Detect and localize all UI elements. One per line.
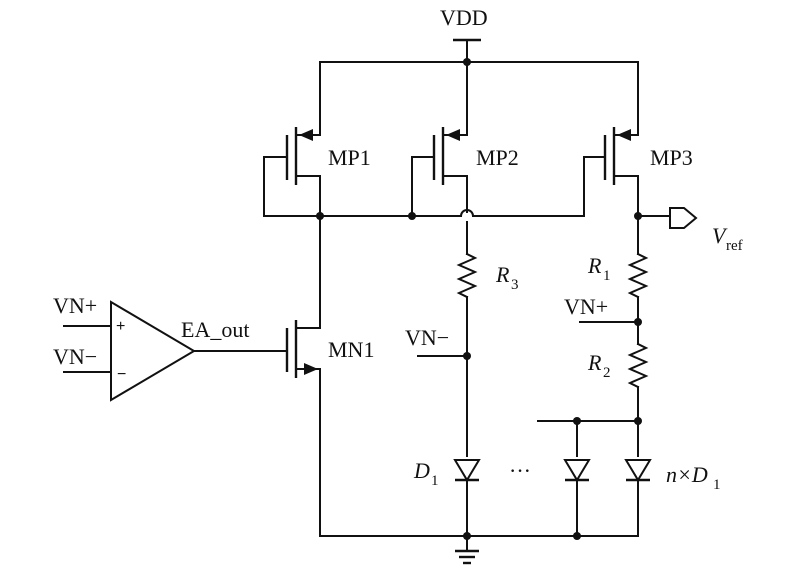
- output-port-arrow-icon: [669, 207, 698, 229]
- r1-label: R: [587, 253, 602, 278]
- r1-resistor: [627, 249, 649, 345]
- opamp-triangle-icon: [63, 300, 288, 402]
- mp2-label: MP2: [476, 145, 519, 170]
- nd1-subscript: 1: [713, 477, 721, 493]
- r2-resistor: [627, 342, 649, 457]
- r3-subscript: 3: [511, 277, 519, 293]
- mp1-label: MP1: [328, 145, 371, 170]
- mn1-transistor: [285, 215, 321, 537]
- d1-diode: [453, 459, 481, 537]
- gate-bias-line: [263, 212, 585, 220]
- diode-array-bus: [537, 417, 642, 457]
- mp3-transistor: [583, 61, 639, 251]
- opamp-vn-minus-label: VN−: [53, 344, 97, 369]
- r3-label: R: [495, 262, 510, 287]
- opamp-plus-sign: +: [116, 318, 125, 335]
- nd1-label: n×D: [666, 462, 708, 487]
- vdd-label: VDD: [440, 5, 488, 30]
- r2-label: R: [587, 350, 602, 375]
- opamp-minus-sign: −: [117, 366, 126, 383]
- mp1-transistor: [263, 61, 321, 217]
- ground-icon: [455, 549, 479, 565]
- array-diode-n: [624, 459, 652, 537]
- opamp-vn-plus-label: VN+: [53, 293, 97, 318]
- ground-rail: [319, 532, 639, 552]
- vdd-rail: [319, 38, 639, 66]
- vn-minus-node-label: VN−: [405, 325, 449, 350]
- vn-plus-node: [579, 318, 642, 326]
- r3-resistor: [456, 252, 478, 457]
- vref-label: V: [712, 223, 728, 248]
- mp2-transistor: [411, 61, 475, 255]
- vref-subscript: ref: [726, 238, 743, 254]
- d1-label: D: [413, 458, 430, 483]
- r2-subscript: 2: [603, 365, 611, 381]
- vn-minus-node: [417, 352, 471, 360]
- d1-subscript: 1: [431, 473, 439, 489]
- ea-out-label: EA_out: [181, 317, 249, 342]
- diode-ellipsis: ···: [509, 458, 531, 483]
- array-diode-1: [563, 459, 591, 537]
- vn-plus-node-label: VN+: [564, 294, 608, 319]
- r1-subscript: 1: [603, 268, 611, 284]
- vref-output: [634, 207, 698, 229]
- mn1-label: MN1: [328, 337, 374, 362]
- mp3-label: MP3: [650, 145, 693, 170]
